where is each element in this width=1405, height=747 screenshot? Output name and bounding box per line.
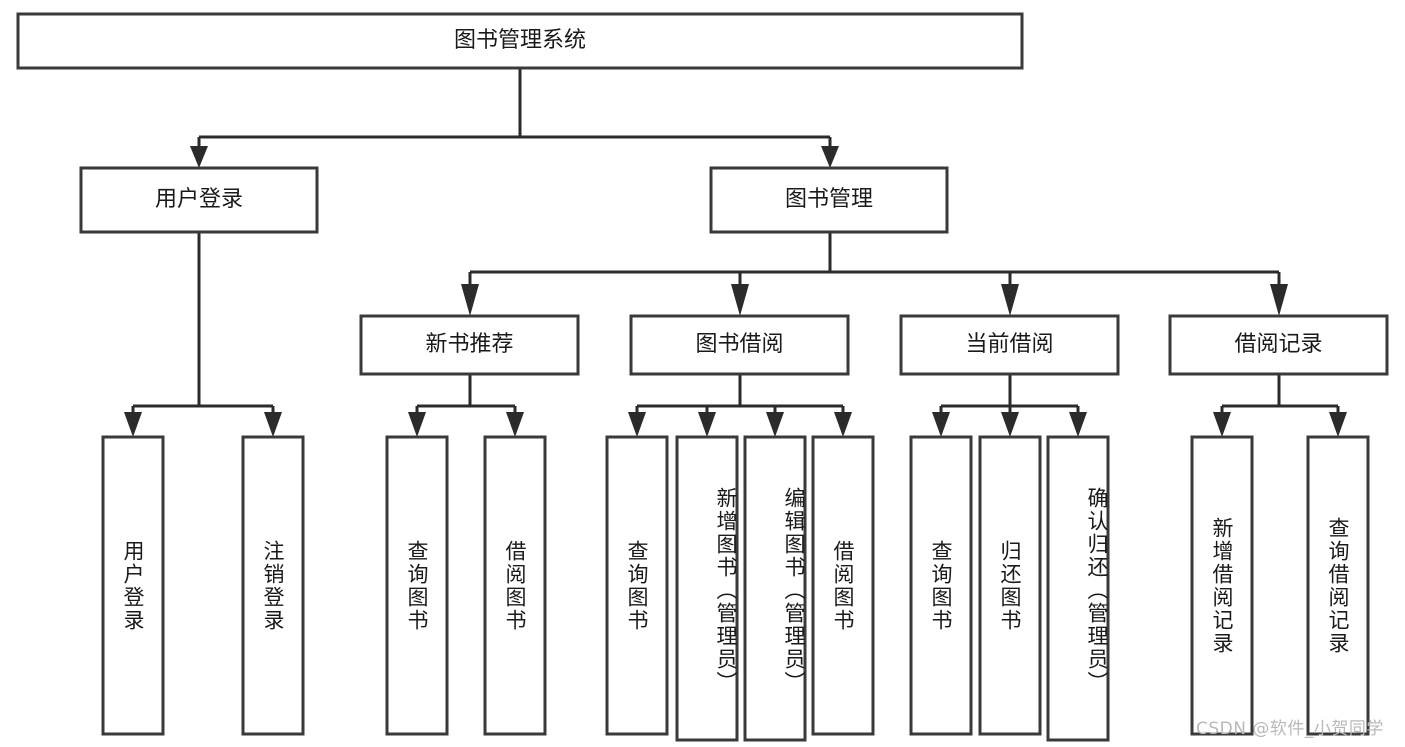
arrow-leaf-query-record bbox=[1329, 412, 1347, 437]
arrow-new-book-recommend bbox=[461, 284, 479, 316]
node-box-book-manage[interactable] bbox=[709, 166, 949, 234]
arrow-borrow-record bbox=[1270, 284, 1288, 316]
node-box-leaf-query-record[interactable] bbox=[1306, 435, 1370, 736]
node-box-leaf-logout-login[interactable] bbox=[241, 435, 305, 736]
node-box-new-book-recommend[interactable] bbox=[359, 314, 580, 376]
arrow-leaf-query-book-2 bbox=[628, 412, 646, 437]
node-box-leaf-borrow-book-1[interactable] bbox=[483, 435, 547, 736]
arrow-leaf-add-record bbox=[1213, 412, 1231, 437]
arrow-user-login bbox=[190, 146, 208, 168]
node-box-leaf-add-record[interactable] bbox=[1190, 435, 1254, 736]
arrow-leaf-user-login bbox=[124, 412, 142, 437]
arrow-leaf-confirm-return bbox=[1069, 412, 1087, 437]
node-box-leaf-query-book-1[interactable] bbox=[385, 435, 449, 736]
arrow-leaf-add-book bbox=[698, 412, 716, 437]
node-box-leaf-borrow-book-2[interactable] bbox=[811, 435, 875, 736]
node-box-leaf-query-book-3[interactable] bbox=[909, 435, 973, 736]
arrow-book-manage bbox=[821, 146, 839, 168]
node-box-group bbox=[16, 12, 1389, 742]
arrow-leaf-borrow-book-1 bbox=[506, 412, 524, 437]
node-box-leaf-edit-book[interactable] bbox=[743, 435, 807, 742]
arrow-leaf-query-book-1 bbox=[408, 412, 426, 437]
node-box-book-borrow[interactable] bbox=[629, 314, 850, 376]
node-box-leaf-query-book-2[interactable] bbox=[605, 435, 669, 736]
node-box-user-login[interactable] bbox=[79, 166, 319, 234]
node-box-leaf-user-login[interactable] bbox=[101, 435, 165, 736]
node-box-current-borrow[interactable] bbox=[899, 314, 1120, 376]
arrow-book-borrow bbox=[731, 284, 749, 316]
node-box-leaf-confirm-return[interactable] bbox=[1046, 435, 1110, 742]
connector-group bbox=[124, 68, 1347, 437]
node-box-root[interactable] bbox=[16, 12, 1024, 70]
arrow-leaf-logout-login bbox=[264, 412, 282, 437]
arrow-leaf-borrow-book-2 bbox=[834, 412, 852, 437]
node-box-borrow-record[interactable] bbox=[1168, 314, 1389, 376]
arrow-leaf-edit-book bbox=[766, 412, 784, 437]
arrow-current-borrow bbox=[1001, 284, 1019, 316]
node-box-leaf-add-book[interactable] bbox=[675, 435, 739, 742]
node-box-leaf-return-book[interactable] bbox=[978, 435, 1042, 736]
csdn-watermark: CSDN @软件_小贺同学 bbox=[1196, 719, 1384, 739]
arrow-leaf-query-book-3 bbox=[932, 412, 950, 437]
arrow-leaf-return-book bbox=[1001, 412, 1019, 437]
